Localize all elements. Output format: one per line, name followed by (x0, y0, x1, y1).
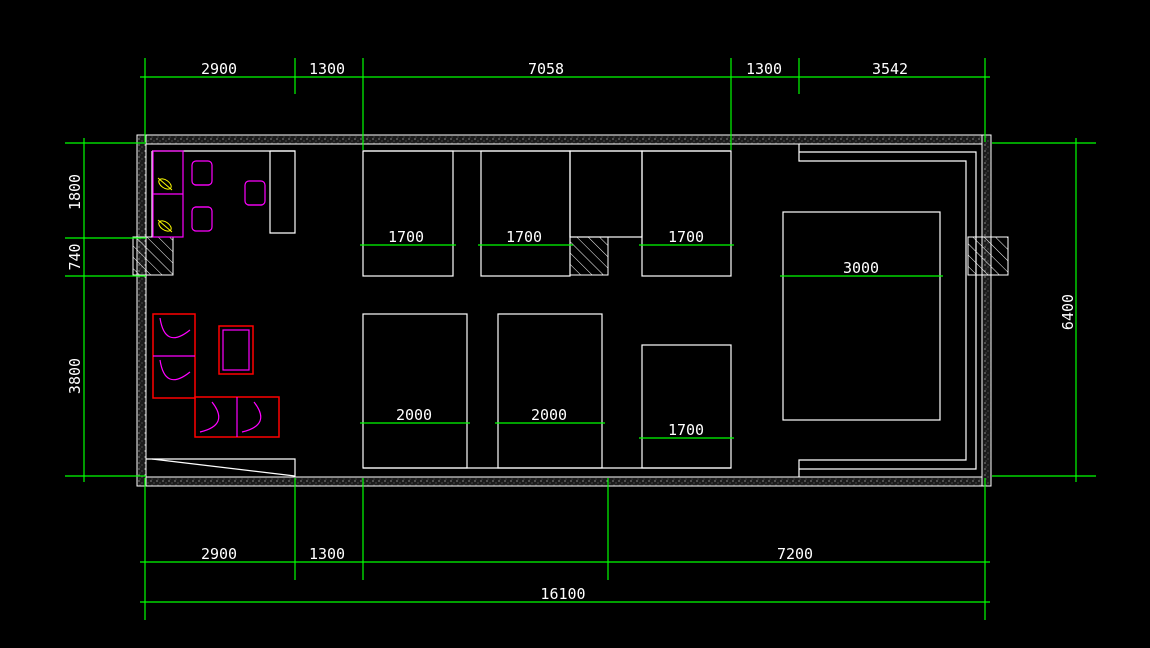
bed-label-bottom-right: 1700 (668, 421, 704, 439)
bottom-dimension-labels: 2900 1300 7200 16100 (201, 545, 813, 603)
dimension-lines (65, 58, 1096, 620)
plant-icon (157, 177, 173, 191)
outer-walls (136, 134, 992, 487)
chair-icon (244, 180, 266, 206)
left-dim-3: 3800 (66, 358, 84, 394)
bed-label-big: 3000 (843, 259, 879, 277)
table-icon (218, 325, 254, 375)
right-dimension-labels: 6400 (1059, 294, 1077, 330)
right-dim-1: 6400 (1059, 294, 1077, 330)
bottom-dim-2: 1300 (309, 545, 345, 563)
left-dim-1: 1800 (66, 174, 84, 210)
furniture (152, 150, 280, 438)
bed-label-bottom-mid: 2000 (531, 406, 567, 424)
plant-icon (157, 219, 173, 233)
sofa-icon (152, 313, 280, 438)
structural-columns (132, 236, 1009, 276)
top-dimension-labels: 2900 1300 7058 1300 3542 (201, 60, 908, 78)
overall-width-dim: 16100 (540, 585, 585, 603)
top-dim-1: 2900 (201, 60, 237, 78)
room-labels: 1700 1700 1700 3000 2000 2000 1700 (388, 228, 879, 439)
bottom-dim-1: 2900 (201, 545, 237, 563)
top-dim-4: 1300 (746, 60, 782, 78)
bed-label-top-mid: 1700 (506, 228, 542, 246)
top-dim-3: 7058 (528, 60, 564, 78)
top-dim-5: 3542 (872, 60, 908, 78)
left-dim-2: 740 (66, 243, 84, 270)
bed-label-top-right: 1700 (668, 228, 704, 246)
bed-label-top-left: 1700 (388, 228, 424, 246)
interior-partitions (146, 144, 977, 477)
chair-icon (191, 160, 213, 186)
left-dimension-labels: 1800 740 3800 (66, 174, 84, 394)
bed-label-bottom-left: 2000 (396, 406, 432, 424)
bottom-dim-3: 7200 (777, 545, 813, 563)
chair-icon (191, 206, 213, 232)
top-dim-2: 1300 (309, 60, 345, 78)
